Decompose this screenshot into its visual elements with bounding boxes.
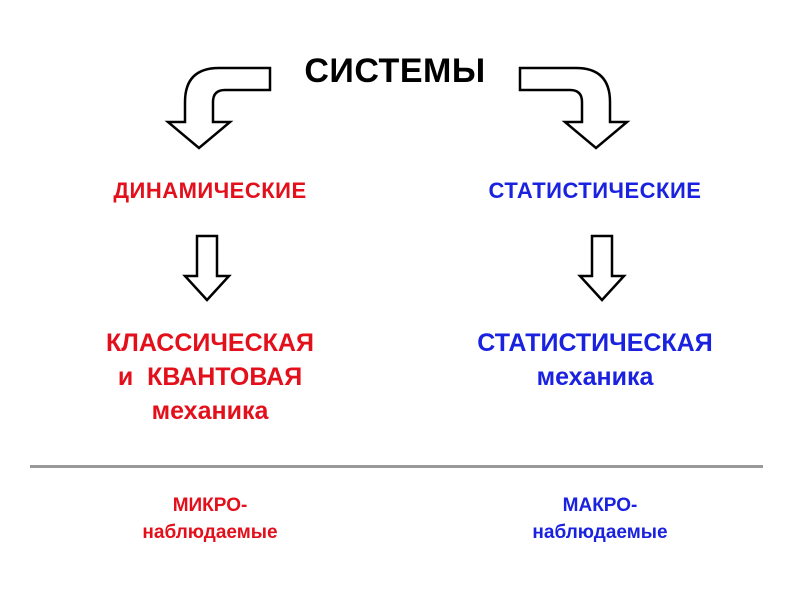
curved-arrow-left-down-icon (164, 66, 272, 150)
text-line: механика (151, 397, 269, 425)
curved-arrow-right-down-icon (518, 66, 631, 150)
text-line: и КВАНТОВАЯ (117, 363, 303, 391)
micro-observables-label: МИКРО- наблюдаемые (100, 492, 320, 546)
down-arrow-icon (182, 234, 232, 302)
text-line: МИКРО- (172, 495, 248, 516)
text-line: КЛАССИЧЕСКАЯ (106, 329, 314, 357)
classical-quantum-mechanics-label: КЛАССИЧЕСКАЯ и КВАНТОВАЯ механика (60, 326, 360, 428)
text-line: МАКРО- (562, 495, 638, 516)
down-arrow-icon (577, 234, 627, 302)
text-line: наблюдаемые (142, 522, 278, 543)
statistical-systems-label: СТАТИСТИЧЕСКИЕ (488, 178, 702, 203)
text-line: механика (536, 363, 654, 391)
macro-observables-label: МАКРО- наблюдаемые (490, 492, 710, 546)
horizontal-divider (30, 465, 763, 468)
diagram-title: СИСТЕМЫ (304, 52, 486, 90)
dynamic-systems-label: ДИНАМИЧЕСКИЕ (113, 178, 307, 203)
statistical-mechanics-label: СТАТИСТИЧЕСКАЯ механика (440, 326, 750, 394)
text-line: СТАТИСТИЧЕСКАЯ (477, 329, 713, 357)
text-line: наблюдаемые (532, 522, 668, 543)
